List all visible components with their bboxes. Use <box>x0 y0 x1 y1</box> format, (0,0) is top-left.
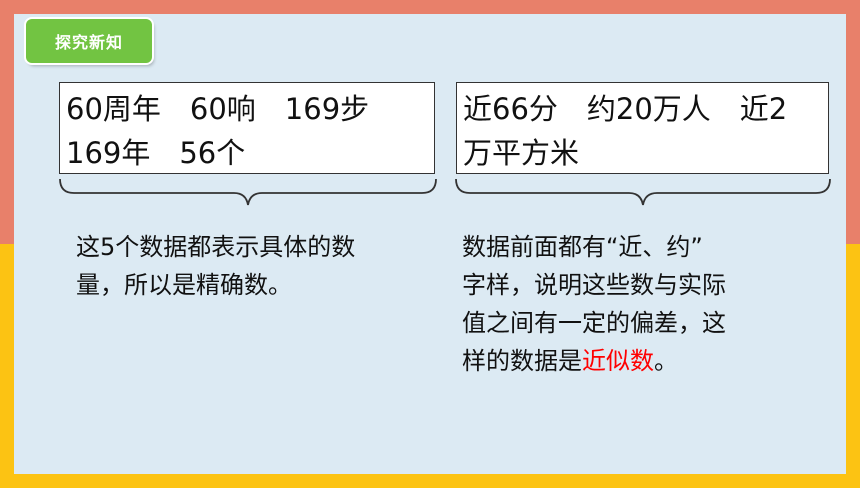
exact-numbers-line-1: 60周年 60响 169步 <box>66 92 370 126</box>
explanation-line: 值之间有一定的偏差，这 <box>462 309 726 337</box>
explanation-line: 字样，说明这些数与实际 <box>462 271 726 299</box>
exact-numbers-box: 60周年 60响 169步 169年 56个 <box>59 82 435 174</box>
right-brace <box>455 178 831 206</box>
explanation-line: 样的数据是近似数。 <box>462 342 802 380</box>
approx-numbers-explanation: 数据前面都有“近、约” 字样，说明这些数与实际 值之间有一定的偏差，这 样的数据… <box>462 228 802 380</box>
explanation-line: 量，所以是精确数。 <box>76 271 292 299</box>
section-tag: 探究新知 <box>26 19 152 63</box>
left-brace <box>59 178 437 206</box>
slide-panel: 探究新知 60周年 60响 169步 169年 56个 近66分 约20万人 近… <box>14 14 846 474</box>
explanation-punctuation: 。 <box>654 347 678 375</box>
section-tag-label: 探究新知 <box>54 33 123 52</box>
approx-numbers-box: 近66分 约20万人 近2 万平方米 <box>456 82 829 174</box>
approx-numbers-line-1: 近66分 约20万人 近2 <box>463 92 788 126</box>
explanation-text: 样的数据是 <box>462 347 582 375</box>
approximate-number-term: 近似数 <box>582 347 654 375</box>
approx-numbers-line-2: 万平方米 <box>463 136 580 170</box>
explanation-line: 数据前面都有“近、约” <box>462 233 703 261</box>
exact-numbers-line-2: 169年 56个 <box>66 136 246 170</box>
explanation-line: 这5个数据都表示具体的数 <box>76 233 356 261</box>
exact-numbers-explanation: 这5个数据都表示具体的数 量，所以是精确数。 <box>76 228 416 304</box>
